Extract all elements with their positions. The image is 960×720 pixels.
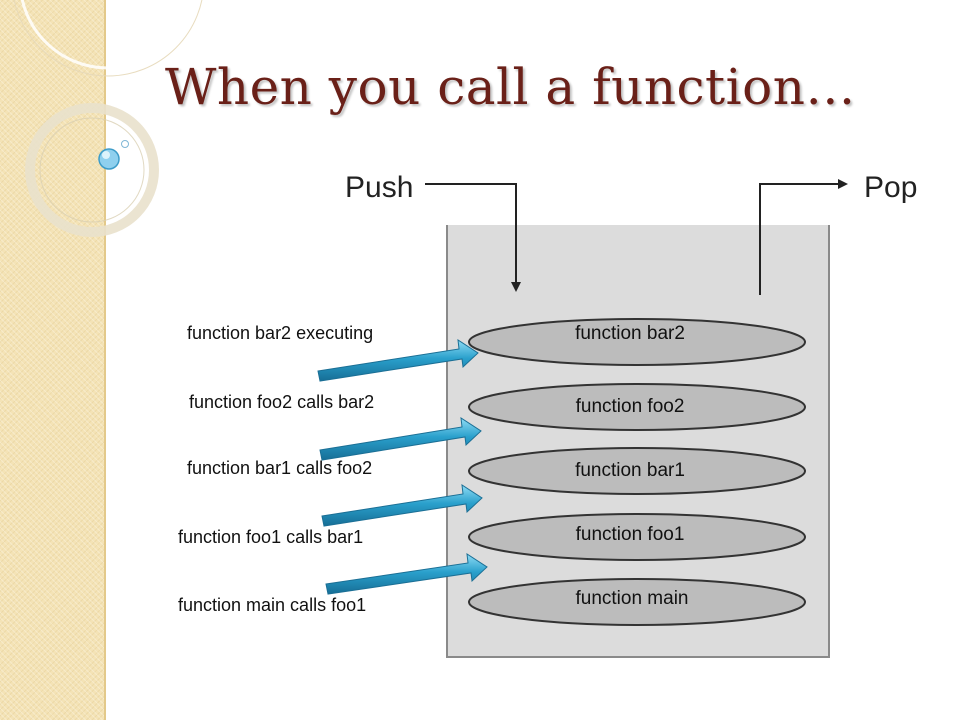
deco-ring-medium xyxy=(25,103,159,237)
stack-frame-ellipse xyxy=(468,578,806,626)
call-label-bar1-calls-foo2: function bar1 calls foo2 xyxy=(187,458,372,478)
stack-frame-bar2: function bar2 xyxy=(468,318,806,366)
deco-ring-large xyxy=(20,0,196,70)
pointer-arrow-foo2 xyxy=(319,417,482,461)
pop-label: Pop xyxy=(864,171,917,204)
stack-container-outline xyxy=(446,225,830,658)
stack-frame-ellipse xyxy=(468,447,806,495)
deco-ring-outer xyxy=(13,0,203,77)
stack-frame-label: function foo2 xyxy=(576,396,685,417)
stack-frame-main: function main xyxy=(468,578,806,626)
call-label-foo1-calls-bar1: function foo1 calls bar1 xyxy=(178,527,363,547)
stack-frame-bar1: function bar1 xyxy=(468,447,806,495)
deco-bubble-small xyxy=(121,140,129,148)
call-label-bar2-executing: function bar2 executing xyxy=(187,323,373,343)
pointer-arrow-foo1 xyxy=(325,553,488,595)
stack-frame-label: function bar2 xyxy=(575,323,685,344)
slide-title: When you call a function… xyxy=(165,58,856,116)
pop-arrow xyxy=(759,179,848,295)
stack-frame-label: function bar1 xyxy=(575,460,685,481)
stack-frame-label: function foo1 xyxy=(576,524,685,545)
pointer-arrow-bar2 xyxy=(317,339,479,382)
stack-frame-foo1: function foo1 xyxy=(468,513,806,561)
stack-frame-foo2: function foo2 xyxy=(468,383,806,431)
stack-frame-label: function main xyxy=(575,588,688,609)
call-label-main-calls-foo1: function main calls foo1 xyxy=(178,595,366,615)
stack-frame-ellipse xyxy=(468,383,806,431)
deco-ring-inner xyxy=(39,117,145,223)
decorative-circles xyxy=(13,0,203,237)
stack-frame-ellipse xyxy=(468,318,806,366)
push-label: Push xyxy=(345,171,413,204)
call-label-foo2-calls-bar2: function foo2 calls bar2 xyxy=(189,392,374,412)
stack-frame-ellipse xyxy=(468,513,806,561)
deco-bubble-highlight xyxy=(102,151,110,159)
pointer-arrow-bar1 xyxy=(321,484,483,527)
push-arrow xyxy=(425,183,521,292)
